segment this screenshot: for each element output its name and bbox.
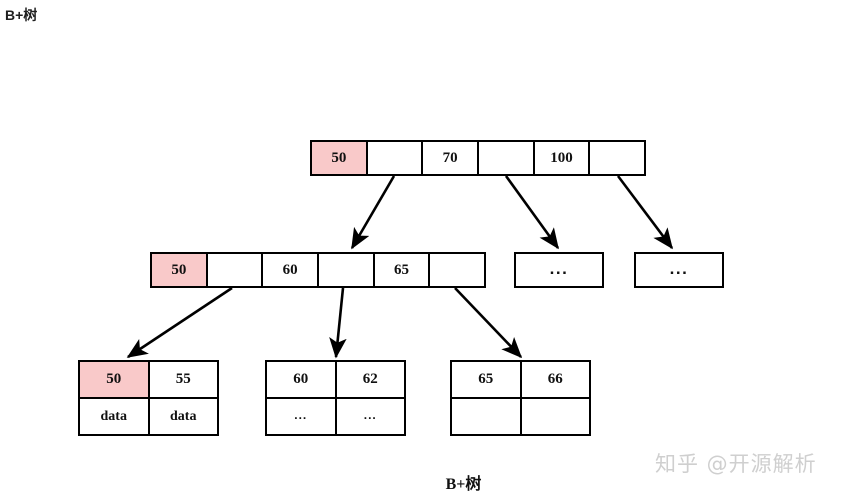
internal-cell-ptr-1[interactable] [207,254,264,286]
leaf-3-key-row: 65 66 [452,362,589,399]
watermark: 知乎 @开源解析 [655,452,817,476]
internal-ellipsis-node-2[interactable]: ... [634,252,724,288]
edge-internal-to-leaf-1 [126,286,233,359]
leaf-1-key-row: 50 55 [80,362,217,399]
leaf-2-value-row: ... ... [267,399,404,434]
internal-ellipsis-node-1[interactable]: ... [514,252,604,288]
diagram-caption: B+树 [0,470,863,494]
internal-cell-key-65[interactable]: 65 [374,254,431,286]
leaf-3-value-1[interactable] [452,399,522,434]
leaf-2-key-row: 60 62 [267,362,404,399]
internal-node[interactable]: 50 60 65 [150,252,486,288]
leaf-1-value-row: data data [80,399,217,434]
root-node[interactable]: 50 70 100 [310,140,646,176]
edge-internal-to-leaf-3 [454,287,523,359]
internal-cell-ptr-2[interactable] [319,254,375,286]
leaf-2-key-60[interactable]: 60 [267,362,337,397]
leaf-node-2[interactable]: 60 62 ... ... [265,360,406,436]
leaf-1-value-2[interactable]: data [149,399,217,434]
internal-ellipsis-label-1: ... [516,254,602,286]
edge-internal-to-leaf-2 [329,287,347,359]
root-cell-key-100[interactable]: 100 [534,142,591,174]
leaf-3-value-2[interactable] [521,399,589,434]
edge-root-to-internal [350,175,396,250]
leaf-3-key-65[interactable]: 65 [452,362,522,397]
leaf-2-value-2[interactable]: ... [336,399,404,434]
leaf-3-key-66[interactable]: 66 [521,362,589,397]
leaf-2-key-62[interactable]: 62 [336,362,404,397]
leaf-3-value-row [452,399,589,434]
root-cell-ptr-2[interactable] [479,142,535,174]
leaf-2-value-1[interactable]: ... [267,399,337,434]
edge-root-to-ellipsis-2 [616,175,674,250]
root-cell-key-70[interactable]: 70 [423,142,480,174]
leaf-1-key-55[interactable]: 55 [149,362,217,397]
internal-cell-key-50[interactable]: 50 [152,254,208,286]
leaf-1-key-50[interactable]: 50 [80,362,150,397]
internal-cell-ptr-3[interactable] [430,254,485,286]
internal-cell-key-60[interactable]: 60 [263,254,320,286]
page-title: B+树 [5,7,38,23]
edge-root-to-ellipsis-1 [504,175,560,250]
root-cell-ptr-3[interactable] [590,142,645,174]
leaf-node-3[interactable]: 65 66 [450,360,591,436]
root-cell-ptr-1[interactable] [367,142,424,174]
diagram-caption-text: B+树 [445,476,482,493]
leaf-1-value-1[interactable]: data [80,399,150,434]
leaf-node-1[interactable]: 50 55 data data [78,360,219,436]
internal-ellipsis-label-2: ... [636,254,722,286]
root-cell-key-50[interactable]: 50 [312,142,368,174]
